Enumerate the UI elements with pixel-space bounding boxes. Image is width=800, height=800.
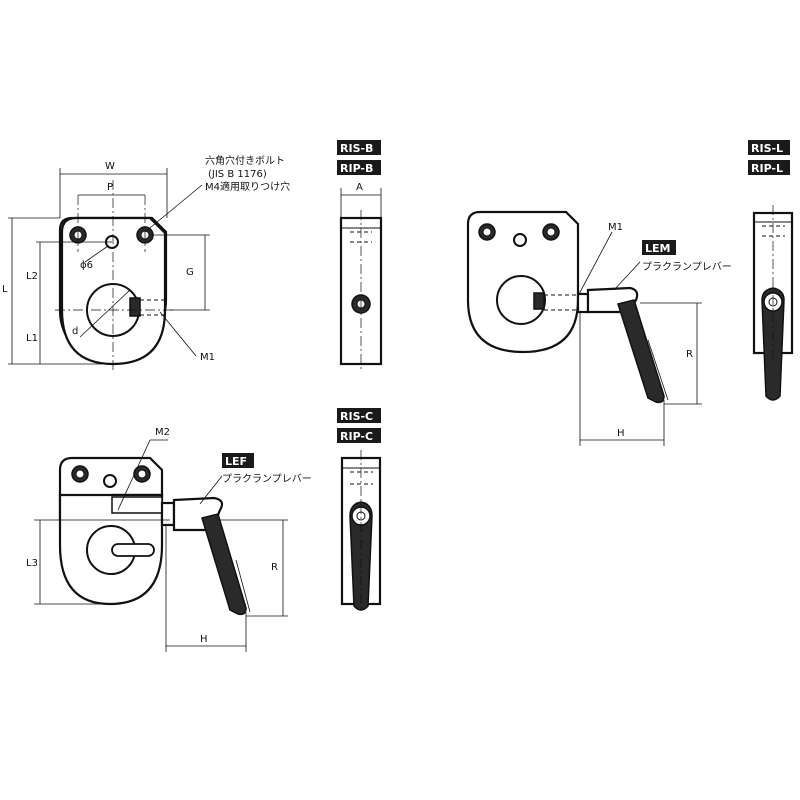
lever-note-lef: プラクランプレバー — [222, 473, 312, 485]
bolt-note-2: (JIS B 1176) — [208, 169, 267, 180]
lever-stem-lef — [160, 501, 176, 527]
tag-lem-bg — [642, 240, 676, 255]
tag-ris-c: RIS-C — [340, 410, 373, 423]
dim-h-label-lef: H — [200, 634, 208, 645]
dim-a-label: A — [356, 182, 363, 193]
tag-rip-l: RIP-L — [751, 162, 783, 175]
dim-l2-label: L2 — [26, 271, 38, 282]
bolt-note-3: M4適用取りつけ穴 — [205, 180, 290, 193]
tag-rip-c: RIP-C — [340, 430, 373, 443]
dim-l1-label: L1 — [26, 333, 38, 344]
pin-hole-lef — [103, 474, 117, 488]
side-c-lever — [349, 501, 373, 611]
tag-rip-l-bg — [748, 160, 790, 175]
tag-lef-bg — [222, 453, 254, 468]
dim-g-label: G — [186, 267, 194, 278]
bolt-note-leader — [144, 184, 203, 233]
tag-rip-b: RIP-B — [340, 162, 373, 175]
lever-edge-lem — [647, 339, 669, 401]
tag-rip-c-bg — [337, 428, 381, 443]
tag-lef: LEF — [225, 455, 247, 468]
front-view-lef: M2 LEF プラクランプレバー L3 R H — [26, 427, 312, 652]
tag-lem: LEM — [645, 242, 670, 255]
m1-label-b: M1 — [200, 352, 215, 363]
set-screw-b — [129, 297, 141, 317]
m2-leader-lef — [117, 439, 151, 511]
front-view-b: W P L L2 L1 G ϕ6 d M1 六角穴付きボルト (JIS B 11… — [2, 154, 290, 370]
tag-ris-b: RIS-B — [340, 142, 373, 155]
m1-leader-b — [159, 311, 197, 357]
slot-lef — [111, 543, 155, 557]
dim-phi-leader — [84, 245, 109, 263]
bolt-note-1: 六角穴付きボルト — [205, 154, 285, 167]
dim-w-label: W — [105, 161, 115, 172]
pin-hole-lem — [513, 233, 527, 247]
dim-h-label-lem: H — [617, 428, 625, 439]
tag-rip-b-bg — [337, 160, 381, 175]
side-view-b: RIS-B RIP-B A — [337, 140, 383, 372]
front-view-lem: M1 LEM プラクランプレバー R H — [466, 210, 732, 446]
mount-hole-right-lem-inner — [546, 227, 556, 237]
lever-handle-lef — [201, 513, 247, 616]
dim-d-label: d — [72, 326, 78, 337]
lever-stem-lem — [576, 292, 590, 314]
tag-ris-l: RIS-L — [751, 142, 783, 155]
side-view-l: RIS-L RIP-L — [748, 140, 794, 401]
main-bore-lem — [496, 275, 546, 325]
lever-edge-lef — [235, 559, 251, 613]
side-view-c: RIS-C RIP-C — [337, 408, 382, 612]
dim-r-label-lem: R — [686, 349, 693, 360]
tag-ris-b-bg — [337, 140, 381, 155]
tag-ris-l-bg — [748, 140, 790, 155]
lever-shaft-lef — [111, 496, 163, 514]
mount-hole-left-lef-inner — [75, 469, 85, 479]
mount-hole-left-lem-inner — [482, 227, 492, 237]
dim-phi-label: ϕ6 — [80, 260, 93, 271]
m1-label-lem: M1 — [608, 222, 623, 233]
tag-ris-c-bg — [337, 408, 381, 423]
dim-p-label: P — [107, 182, 113, 193]
mount-hole-right-lef-inner — [137, 469, 147, 479]
lever-note-lem: プラクランプレバー — [642, 261, 732, 273]
dim-l3-label: L3 — [26, 558, 38, 569]
m1-leader-lem — [577, 231, 613, 297]
m2-label-lef: M2 — [155, 427, 170, 438]
lever-leader-lem — [613, 261, 641, 291]
lever-handle-lem — [617, 299, 665, 404]
dim-l-label: L — [2, 284, 8, 295]
dim-r-label-lef: R — [271, 562, 278, 573]
set-screw-lem — [533, 292, 545, 310]
dim-d-leader — [79, 289, 131, 338]
lever-leader-lef — [199, 475, 223, 505]
